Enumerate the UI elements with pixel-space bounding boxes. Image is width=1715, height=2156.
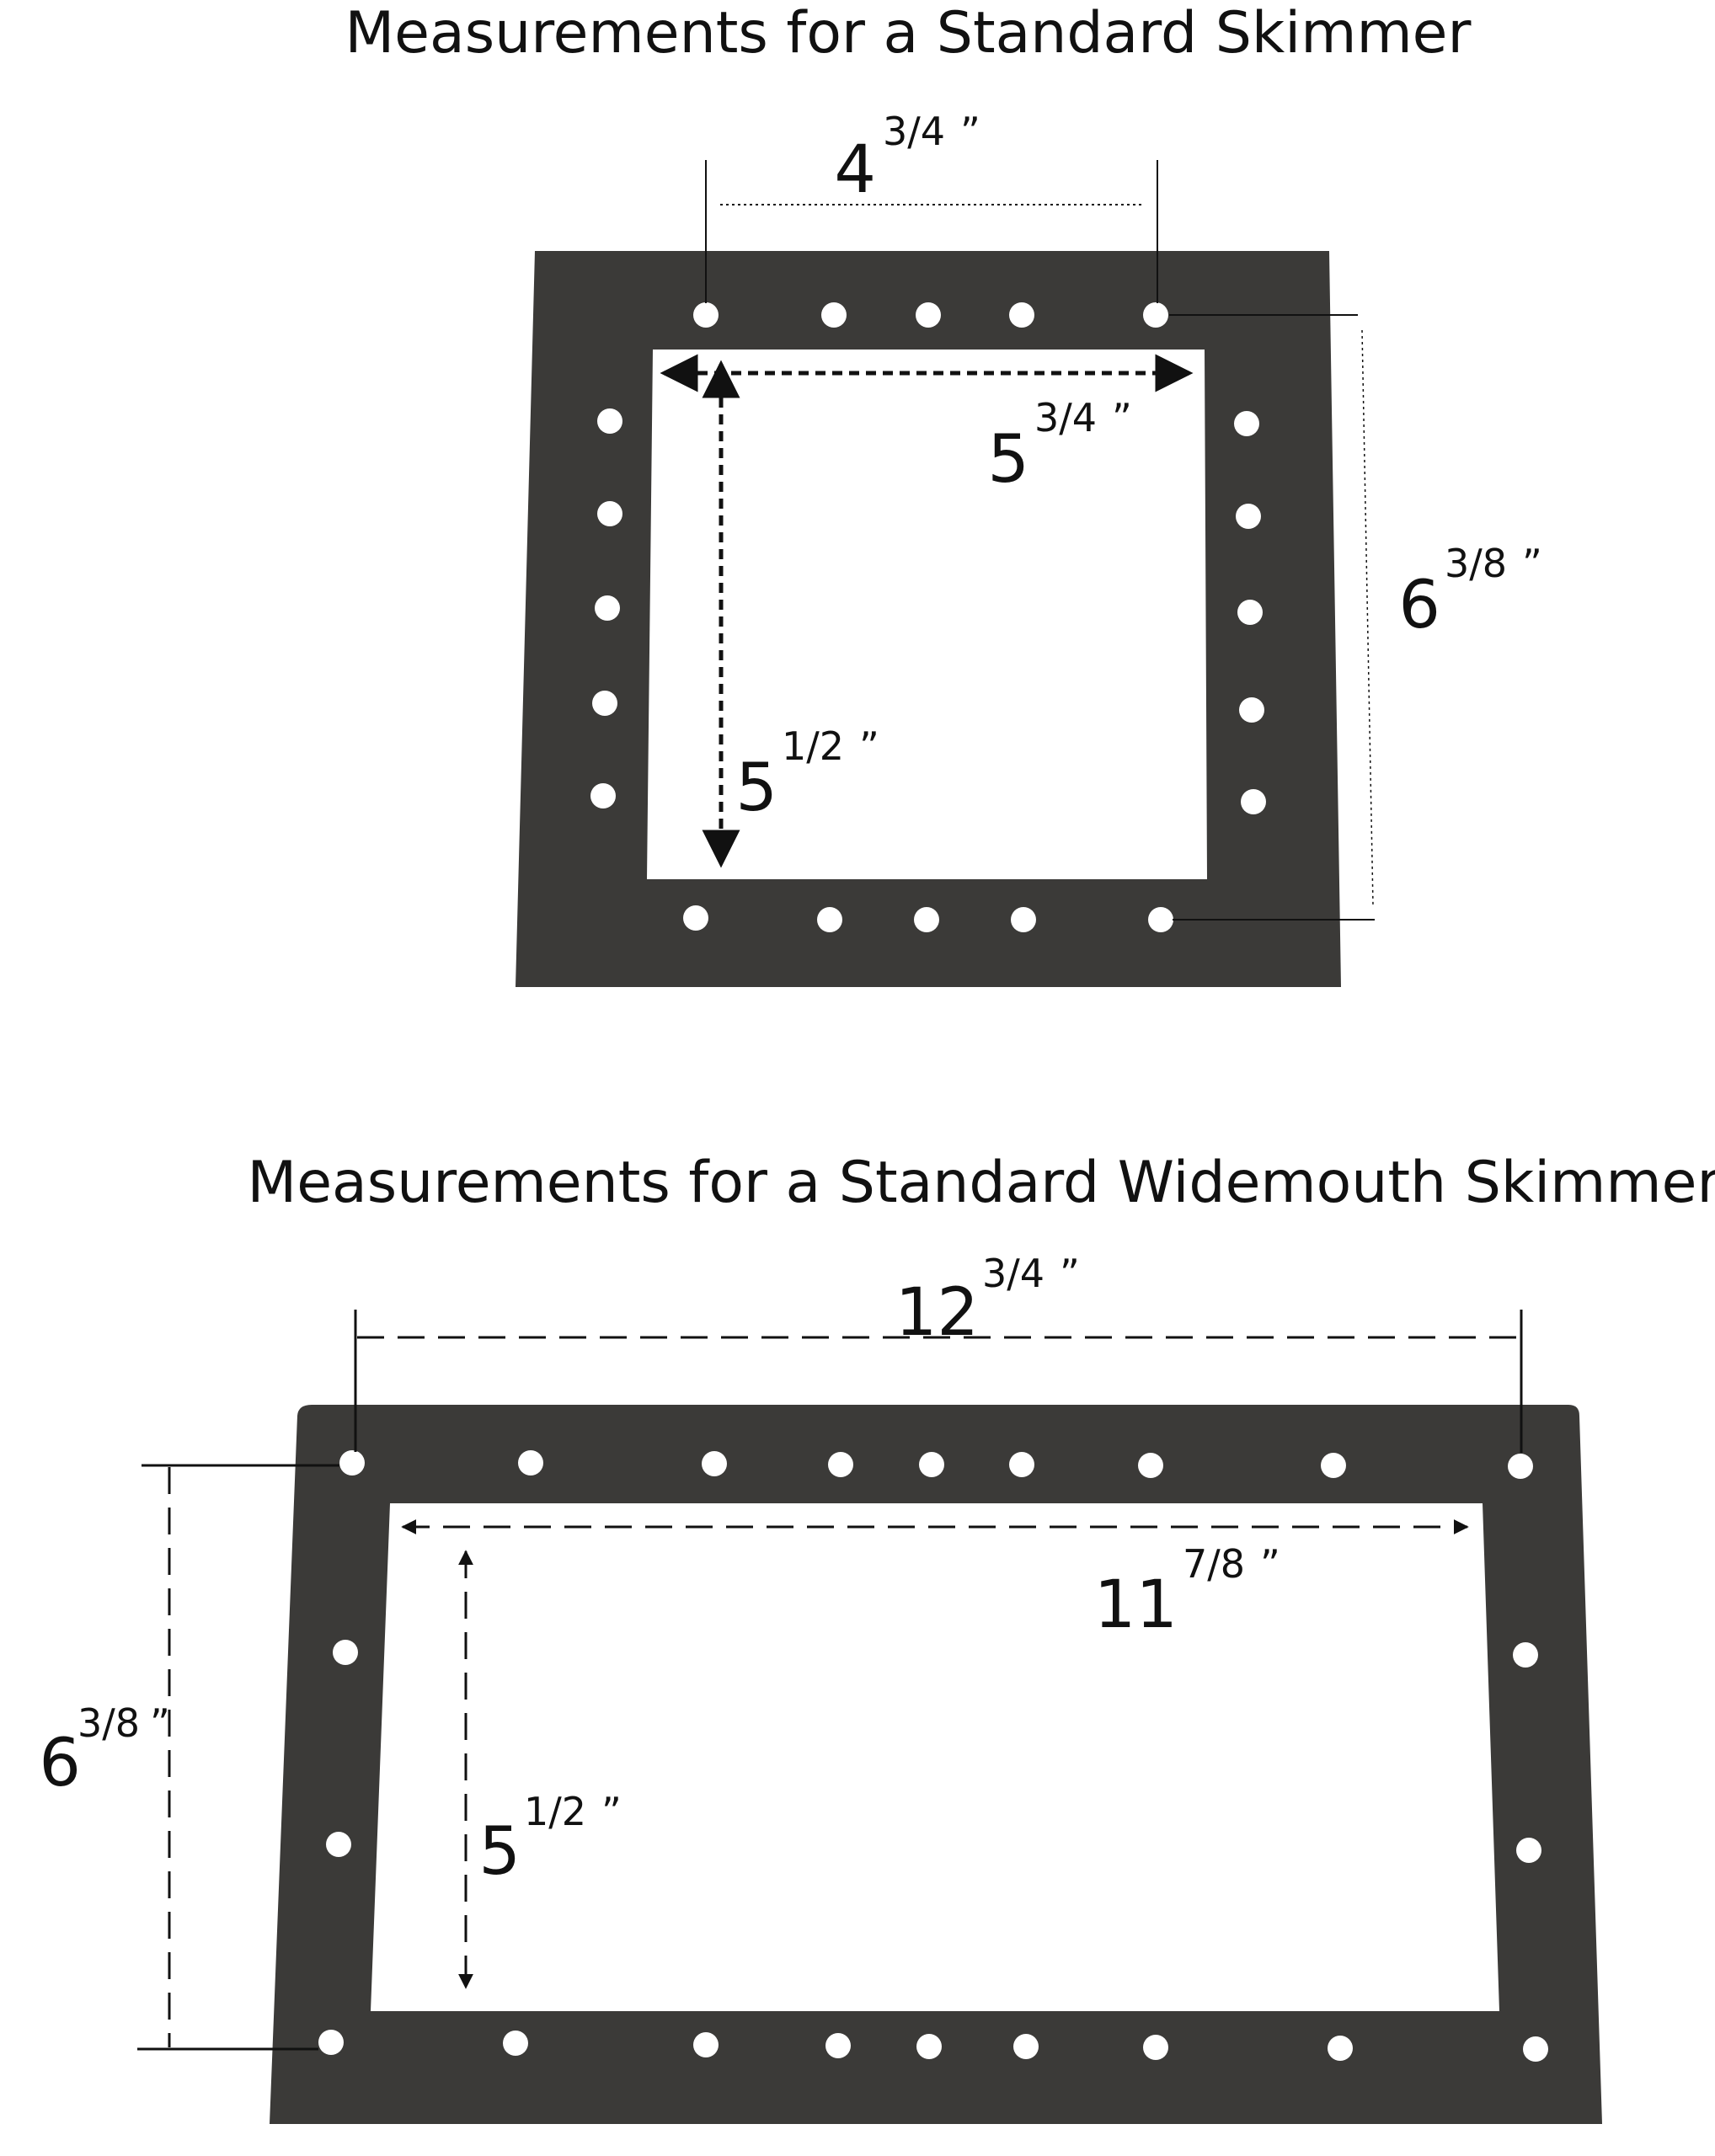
widemouth-outer-height-frac: 3/8 [77, 1700, 140, 1746]
widemouth-bolt-holes [318, 1450, 1548, 2062]
bolt-hole [1321, 1453, 1346, 1478]
widemouth-outer-height-inch-mark: ” [150, 1700, 170, 1746]
bolt-hole [597, 501, 622, 526]
bolt-hole [1513, 1642, 1538, 1668]
bolt-hole [683, 905, 708, 931]
widemouth-opening-width-frac: 7/8 [1183, 1541, 1245, 1587]
bolt-hole [1516, 1838, 1541, 1863]
bolt-hole [1143, 302, 1168, 328]
bolt-hole [339, 1450, 365, 1476]
bolt-hole [595, 595, 620, 621]
widemouth-opening-height-frac: 1/2 [524, 1789, 586, 1834]
widemouth-hole-spacing-inch-mark: ” [1060, 1251, 1080, 1296]
bolt-hole [1013, 2034, 1039, 2059]
widemouth-opening-height-whole: 5 [478, 1814, 521, 1890]
bolt-hole [919, 1452, 944, 1477]
bolt-hole [326, 1832, 351, 1857]
bolt-hole [1138, 1453, 1163, 1478]
bolt-hole [693, 2032, 719, 2057]
widemouth-outer-height-dimension [137, 1464, 339, 2051]
bolt-hole [914, 907, 939, 932]
bolt-hole [1148, 907, 1173, 932]
standard-bolt-holes [590, 302, 1266, 932]
bolt-hole [916, 302, 941, 328]
standard-hole-spacing-whole: 4 [834, 132, 876, 208]
standard-hole-spacing-dimension [705, 160, 1158, 303]
widemouth-gasket-body [270, 1405, 1602, 2124]
bolt-hole [1237, 600, 1263, 625]
bolt-hole [693, 302, 719, 328]
bolt-hole [1236, 504, 1261, 529]
bolt-hole [1523, 2036, 1548, 2062]
bolt-hole [817, 907, 842, 932]
bolt-hole [1009, 302, 1034, 328]
bolt-hole [702, 1451, 727, 1476]
bolt-hole [1009, 1452, 1034, 1477]
standard-opening-height-whole: 5 [735, 750, 777, 826]
bolt-hole [1328, 2036, 1353, 2061]
standard-opening-height-frac: 1/2 [782, 723, 844, 769]
bolt-hole [518, 1450, 543, 1476]
bolt-hole [1508, 1454, 1533, 1479]
standard-gasket [516, 251, 1341, 987]
standard-opening-width-whole: 5 [987, 422, 1029, 498]
bolt-hole [503, 2031, 528, 2056]
widemouth-hole-spacing-dimension [354, 1310, 1523, 1453]
standard-hole-spacing-inch-mark: ” [960, 109, 980, 154]
bolt-hole [916, 2034, 942, 2059]
bolt-hole [1239, 697, 1264, 723]
standard-outer-height-frac: 3/8 [1445, 541, 1507, 586]
widemouth-opening-width-whole: 11 [1094, 1567, 1178, 1643]
bolt-hole [1143, 2035, 1168, 2060]
bolt-hole [592, 691, 617, 716]
widemouth-opening-width-inch-mark: ” [1260, 1541, 1280, 1587]
standard-opening-width-frac: 3/4 [1034, 395, 1097, 440]
bolt-hole [318, 2030, 344, 2055]
standard-outer-height-dimension [1169, 314, 1375, 921]
bolt-hole [825, 2033, 851, 2058]
widemouth-gasket [270, 1405, 1602, 2124]
widemouth-hole-spacing-whole: 12 [895, 1275, 979, 1351]
bolt-hole [597, 408, 622, 434]
widemouth-hole-spacing-frac: 3/4 [982, 1251, 1044, 1296]
bolt-hole [1234, 411, 1259, 436]
standard-outer-height-whole: 6 [1398, 568, 1440, 643]
widemouth-skimmer-title: Measurements for a Standard Widemouth Sk… [247, 1150, 1715, 1216]
widemouth-outer-height-whole: 6 [39, 1726, 81, 1801]
standard-gasket-body [516, 251, 1341, 987]
bolt-hole [821, 302, 847, 328]
bolt-hole [1011, 907, 1036, 932]
standard-hole-spacing-frac: 3/4 [883, 109, 945, 154]
bolt-hole [828, 1452, 853, 1477]
standard-skimmer-title: Measurements for a Standard Skimmer [345, 0, 1472, 67]
widemouth-opening-height-inch-mark: ” [601, 1789, 622, 1834]
bolt-hole [333, 1640, 358, 1665]
bolt-hole [1241, 789, 1266, 814]
standard-opening-width-inch-mark: ” [1112, 395, 1132, 440]
standard-outer-height-inch-mark: ” [1522, 541, 1542, 586]
bolt-hole [590, 783, 616, 808]
standard-opening-height-inch-mark: ” [859, 723, 879, 769]
